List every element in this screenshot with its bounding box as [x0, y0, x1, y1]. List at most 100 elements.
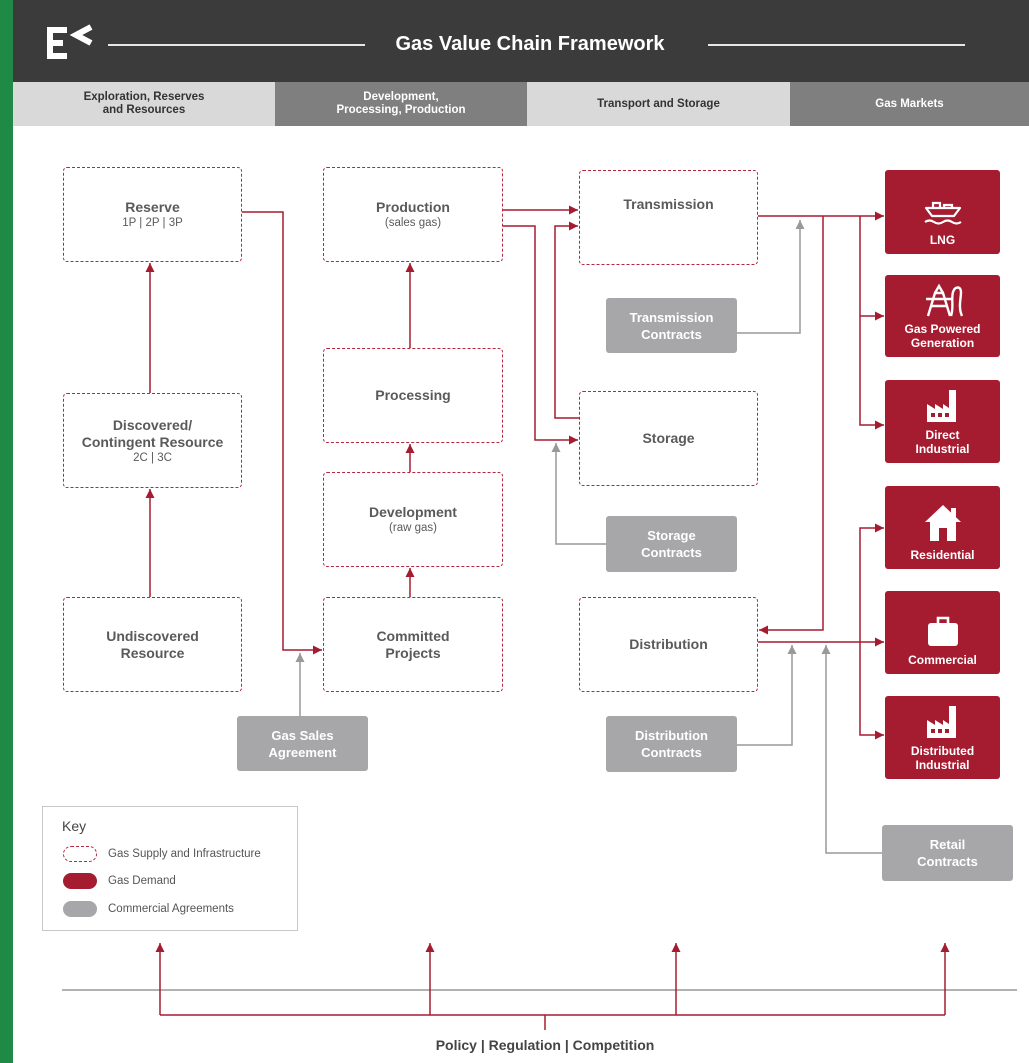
box-title: Undiscovered — [106, 627, 199, 644]
legend-label-demand: Gas Demand — [108, 875, 176, 887]
logo — [47, 24, 93, 59]
brand-side-bar — [0, 0, 13, 1063]
demand-label-line: Gas Powered — [904, 322, 981, 336]
direct-industrial-box: Direct Industrial — [885, 380, 1000, 463]
stage-label-line: and Resources — [102, 104, 186, 116]
logo-chevron — [69, 24, 93, 46]
box-label-line: Contracts — [641, 745, 702, 760]
arrow-production-to-storage — [503, 225, 578, 445]
box-label-line: Distribution — [635, 728, 708, 743]
box-subtitle: (raw gas) — [389, 522, 437, 534]
stage-label-line: Processing, Production — [336, 104, 466, 116]
box-title: Projects — [385, 644, 441, 661]
undiscovered-resource-box: Undiscovered Resource — [63, 597, 242, 692]
stage-label-line: Gas Markets — [875, 97, 944, 110]
discovered-resource-box: Discovered/ Contingent Resource 2C | 3C — [63, 393, 242, 488]
lng-box: LNG — [885, 170, 1000, 254]
stage-markets: Gas Markets — [790, 82, 1029, 126]
arrow-storage-to-transmission — [554, 221, 579, 419]
factory-icon — [926, 706, 956, 738]
arrow-reserve-to-committed — [242, 211, 322, 655]
demand-label-line: Commercial — [908, 653, 977, 667]
box-title: Reserve — [125, 199, 180, 215]
box-label-line: Retail — [929, 837, 966, 852]
box-title: Resource — [120, 644, 185, 661]
distribution-box: Distribution — [579, 597, 758, 692]
demand-label-line: Generation — [910, 336, 975, 350]
gas-sales-agreement-box: Gas Sales Agreement — [237, 716, 368, 771]
stage-label-line: Development, — [363, 91, 439, 103]
box-label-line: Contracts — [641, 326, 702, 342]
box-title: Production — [376, 199, 450, 215]
residential-box: Residential — [885, 486, 1000, 569]
legend-title: Key — [62, 818, 87, 834]
arrow-storage-contracts-to-storage — [551, 443, 606, 545]
ship-icon — [923, 201, 962, 225]
demand-label-line: Industrial — [915, 758, 970, 772]
development-box: Development (raw gas) — [323, 472, 503, 567]
box-label-line: Contracts — [917, 854, 978, 869]
demand-label-line: Direct — [925, 428, 960, 442]
transmission-contracts-box: Transmission Contracts — [606, 298, 737, 353]
box-title: Committed — [376, 627, 450, 644]
arrow-transmission-contracts-to-transmission — [737, 220, 805, 334]
page-title: Gas Value Chain Framework — [395, 33, 665, 55]
demand-label-line: Industrial — [915, 442, 970, 456]
storage-contracts-box: Storage Contracts — [606, 516, 737, 572]
distributed-industrial-box: Distributed Industrial — [885, 696, 1000, 779]
legend-label-agreements: Commercial Agreements — [108, 903, 234, 915]
gas-powered-generation-box: Gas Powered Generation — [885, 275, 1000, 357]
box-label-line: Agreement — [268, 744, 337, 760]
header-bar: Gas Value Chain Framework — [13, 0, 1029, 82]
commercial-box: Commercial — [885, 591, 1000, 674]
box-title: Development — [369, 504, 457, 520]
box-subtitle: 2C | 3C — [133, 451, 172, 464]
committed-projects-box: Committed Projects — [323, 597, 503, 692]
demand-label-line: Residential — [910, 548, 975, 562]
header-rule-right — [708, 44, 965, 46]
storage-box: Storage — [579, 391, 758, 486]
policy-regulation-competition-label: Policy | Regulation | Competition — [435, 1037, 655, 1053]
power-generation-icon — [925, 283, 963, 317]
factory-icon — [926, 390, 956, 422]
box-title: Discovered/ — [112, 416, 193, 433]
house-icon — [924, 505, 961, 541]
arrow-distribution-to-distributed-industrial — [859, 642, 884, 740]
arrow-distribution-contracts-to-distribution — [737, 645, 797, 746]
processing-box: Processing — [323, 348, 503, 443]
box-label-line: Contracts — [641, 545, 702, 560]
demand-label-line: Distributed — [910, 744, 975, 758]
arrow-transmission-to-distribution — [759, 216, 824, 635]
legend-swatch-agreements — [63, 901, 97, 917]
stage-label-line: Transport and Storage — [597, 97, 720, 110]
stage-transport: Transport and Storage — [527, 82, 790, 126]
header-rule-left — [108, 44, 365, 46]
logo-letter-e — [47, 27, 67, 59]
transmission-box: Transmission — [579, 170, 758, 265]
legend-swatch-supply — [63, 846, 97, 862]
box-title: Contingent Resource — [81, 433, 224, 450]
box-label-line: Gas Sales — [271, 727, 334, 743]
stage-exploration: Exploration, Reserves and Resources — [13, 82, 275, 126]
stage-development: Development, Processing, Production — [275, 82, 527, 126]
box-label-line: Storage — [647, 528, 696, 543]
arrow-retail-contracts-to-distribution — [821, 645, 882, 854]
distribution-contracts-box: Distribution Contracts — [606, 716, 737, 772]
box-label-line: Transmission — [629, 309, 714, 325]
legend-swatch-demand — [63, 873, 97, 889]
arrow-transmission-to-direct-industrial — [859, 216, 884, 430]
box-title: Transmission — [623, 196, 714, 212]
stage-label-line: Exploration, Reserves — [83, 91, 205, 103]
box-title: Distribution — [629, 636, 708, 652]
legend: Key Gas Supply and Infrastructure Gas De… — [42, 806, 298, 931]
box-subtitle: (sales gas) — [384, 217, 442, 229]
reserve-box: Reserve 1P | 2P | 3P — [63, 167, 242, 262]
box-title: Storage — [642, 430, 695, 446]
box-title: Processing — [375, 387, 451, 403]
retail-contracts-box: Retail Contracts — [882, 825, 1013, 881]
legend-label-supply: Gas Supply and Infrastructure — [108, 848, 261, 860]
box-subtitle: 1P | 2P | 3P — [122, 217, 183, 229]
production-box: Production (sales gas) — [323, 167, 503, 262]
arrow-distribution-to-residential — [859, 523, 884, 642]
